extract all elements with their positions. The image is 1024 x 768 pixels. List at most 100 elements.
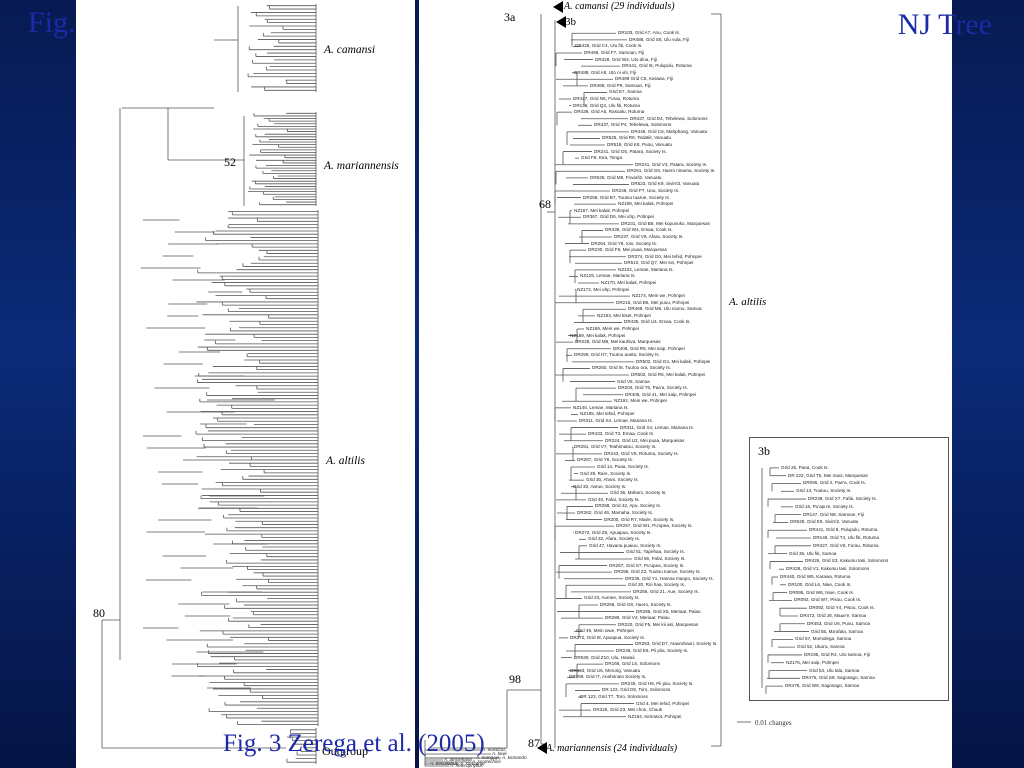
inset-tip-label: DR146, Grid T4, Ulu fiti, Rotuma [813, 535, 880, 541]
clade-label-mariannensis: A. mariannensis [324, 160, 399, 172]
inset-tip-label: DR096, Grid 2, Pae'a, Cook Is. [803, 480, 866, 486]
inset-tip-label: DR092, Grid W7, Pisou, Cook Is. [794, 597, 862, 603]
tip-label: DR523, Grid K9, Sivirri3, Vanuatu [631, 181, 700, 187]
tip-label: DR468, Grid F7, Samoan, Fiji [584, 50, 645, 55]
nj-tree-title: NJ Tree [897, 8, 992, 41]
tip-label: NZ174, Mein we, Pohnpei [632, 293, 685, 299]
outgroup-label: A. mangayi [476, 755, 499, 760]
tip-label: Grid 40, Fafai, Society Is. [588, 496, 640, 502]
fig4-tree-panel: A. camansi A. mariannensis A. altilis Ou… [76, 0, 415, 768]
tip-label: DR262, Grid 46, Mamaha, Society Is. [577, 510, 654, 515]
tip-label: DR526, Grid M9, Fovaril2, Vanuatu [590, 174, 662, 180]
tip-label: DR231, Grid B8, Mei kopunoko, Marquesas [621, 220, 710, 226]
tip-label: DR489 Grid C5, Karawa, Fiji [615, 76, 673, 82]
tip-label: DR230, Grid F6, Mei puaa, Marquesas [588, 247, 667, 253]
label-3a: 3a [504, 10, 516, 24]
bootstrap-98: 98 [509, 672, 521, 686]
tip-label: DR510, Grid Q7, Mei sei, Pohnpei [624, 260, 694, 266]
tip-label: NZ185, Mei tehid, Pohnpei [580, 411, 635, 417]
inset-tip-label: DR453, Grid U6, Puou, Samoa [807, 620, 871, 626]
figure-caption: Fig. 3 Zerega et al. (2005) [223, 730, 485, 757]
tip-label: DR241, Grid V3, Patara, Society Is. [635, 161, 708, 167]
bootstrap-52: 52 [224, 155, 236, 169]
tip-label: DR441, Grid I6, Pulupulu, Rotuma [622, 63, 692, 69]
tip-label: DR519, Grid K8, Puou, Vanuatu [607, 142, 673, 147]
outgroup-label: A. elasticus [482, 747, 506, 752]
tip-label: DR502, Grid R5, Mei kalak, Pohnpei [631, 372, 706, 377]
tip-label: NZ187, Mei kalak, Pohnpei [574, 207, 630, 213]
tip-label: NZ189, Mei kalak, Pohnpei [570, 332, 626, 338]
tip-label: DR286, Grid V4, Meriaar, Palau [605, 615, 670, 621]
tip-label: DR406, Grid R6, Mei saip, Pohnpei [613, 345, 685, 351]
tip-label: DR228, Grid M8, Mei kauhiva, Marquesas [575, 339, 661, 345]
tip-label: DR266, Grid 21, Aue, Society Is. [633, 588, 700, 594]
tip-label: DR264, Grid Y8, Ioio, Society Is. [591, 240, 658, 246]
tip-label: Grid 47, Havana puaiuu, Society Is. [589, 542, 662, 548]
tip-label: DR166, Grid L5, Solomons [605, 661, 660, 667]
inset-tip-label: Grid 54, Ulu tala, Samoa [809, 667, 860, 673]
tip-label: Grid 4, Mei tehid, Pohnpei [636, 700, 690, 706]
tip-label: DR439, Grid A6, Rasualu, Rotuma [574, 109, 645, 115]
tip-label: Grid 36, Mahani, Society Is. [610, 490, 667, 496]
inset-tip-label: Grid 16, Pu'apu'e, Society Is. [795, 503, 854, 509]
inset-tip-label: DR147, Grid N8, Samoan, Fiji [803, 511, 864, 517]
collapsed-clade-camansi [553, 1, 563, 13]
tip-label: DR374, Grid G0, Mei tehid, Pohnpei [628, 253, 702, 259]
tip-label: DR260, Grid I8, Tuutou ora, Society Is. [592, 365, 671, 371]
tip-label: NZ170, Mei kalak, Pohnpei [601, 280, 657, 285]
inset-tree-diagram [761, 467, 811, 694]
inset-tip-label: Grid 13, Tuutuu, Society Is. [796, 488, 852, 494]
nj-tree-panel: 3a 3b A. camansi (29 individuals) A. mar… [419, 0, 952, 768]
tip-label: DR272, Grid I8, Apuapua, Society Is. [570, 634, 646, 640]
inset-tip-label: DR427, Grid V6, Furau, Rotuma [813, 542, 879, 548]
tip-label: NZ172, Mei uhp, Pohnpei [577, 286, 630, 292]
inset-tip-label: DR440, Grid W5, Karawa, Rotuma [780, 574, 851, 579]
tip-label: Grid 29, Rare, Society Is. [580, 470, 632, 476]
tip-label: Grid 14, Puaa, Society Is. [597, 464, 650, 469]
clade-label-altilis: A. altilis [326, 455, 365, 467]
collapsed-clade-3b [556, 16, 566, 28]
tip-label: Grid 23, Aumee, Society Is. [584, 595, 640, 601]
tip-label: DR486, Grid S6, Ulu vula, Fiji [629, 36, 689, 42]
inset-tip-label: NZ176, Mei saip, Pohnpei [786, 659, 839, 665]
inset-tip-label: DR528, Grid E9, Sivirri2, Vanuatu [790, 519, 859, 525]
inset-tip-label: DR095, Grid W6, Niue, Cook Is. [789, 589, 855, 595]
tip-label: DR530, Grid Z10, Ulu, Hawaii [574, 654, 635, 660]
bootstrap-80: 80 [93, 606, 105, 620]
tip-label: DR311, Grid S4, Lemae, Mariana Is. [579, 418, 653, 423]
fig4-tree-diagram [101, 4, 319, 764]
tip-label: DR427, Grid N5, Furau, Rotuma [573, 96, 639, 101]
tip-label: DR268, Grid 42, Apu, Society Is. [595, 503, 662, 509]
tip-label: DR525, Grid R8, Tedatiir, Vanuatu [602, 135, 672, 141]
tip-label: DR248, Grid P7, Uou, Society Is. [612, 188, 680, 193]
tip-label: DR443, Grid U5, Morung, Vanuatu [570, 667, 641, 673]
inset-tip-label: DR100, Grid L6, Niue, Cook Is. [788, 581, 852, 587]
tip-label: DR435, Grid W4, Emaa, Cook Is. [605, 227, 673, 233]
nj-tree-diagram [424, 1, 751, 767]
tip-label: NZ194, Kirimwot, Pohnpei [628, 713, 682, 719]
clade-label-camansi-29: A. camansi (29 individuals) [564, 1, 675, 12]
tip-label: DR258, Grid B7, Tuutou tuarue, Society I… [583, 194, 671, 200]
tip-label: NZ140, Lemae, Mariana Is. [573, 404, 629, 410]
inset-tip-label: DR472, Grid J8, Maue'e, Samoa [800, 612, 867, 618]
tip-label: DR241, Grid G6, Patara, Society Is. [594, 148, 667, 154]
tip-label: DR216, Grid B6, Mei puou, Pohnpei [616, 299, 690, 305]
tip-label: Grid F8, Kea, Tonga [581, 155, 623, 161]
tip-label: DR253, Grid D7, Ataurahauri, Society Is. [635, 641, 718, 647]
bootstrap-87: 87 [528, 736, 540, 750]
scale-bar-label: 0.01 changes [755, 719, 792, 727]
tip-label: DR433, Grid T3, Emaa, Cook Is. [588, 431, 655, 437]
tip-label: DR243, Grid V6, Rotuma, Society Is. [604, 450, 679, 456]
tip-label: NZ198, Mei kalak, Pohnpei [618, 201, 674, 207]
outgroup-label: A. kemando [502, 755, 527, 760]
tip-label: DR468, Grid P9, Samoan, Fiji [590, 82, 651, 88]
tip-label: DR258, Grid Z2, Tuutou tuarue, Society I… [614, 569, 701, 575]
clade-label-altilis: A. altilis [729, 296, 767, 308]
inset-tip-label: DR238, Grid X7, Fafai, Society Is. [808, 496, 877, 502]
tip-label: DR 123, Grid T7, Toro, Solomons [580, 694, 648, 699]
tip-label: DR286, Grid X5, Meriaar, Palau [636, 608, 701, 614]
tip-label: DR261, Grid G5, Huero ninarna, Society I… [627, 168, 716, 174]
tip-label: Grid 56, Fafai, Society Is. [634, 556, 686, 561]
tip-label: Grid 33, Aarue, Society Is. [573, 483, 627, 489]
outgroup-label: A. heterophyllus [450, 763, 483, 768]
